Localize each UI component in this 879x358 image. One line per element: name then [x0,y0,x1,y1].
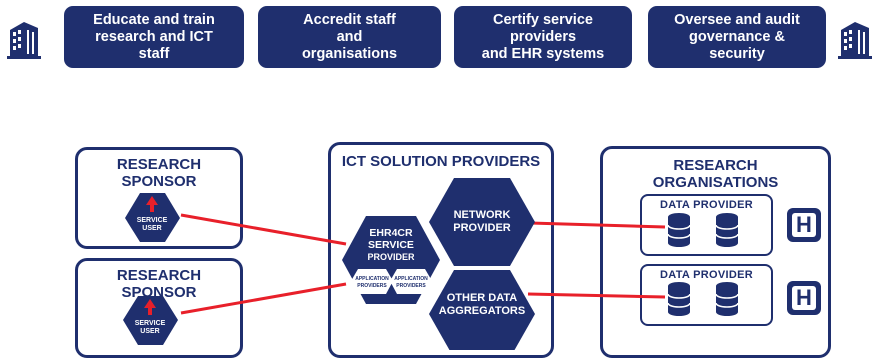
ehr4cr-line2: SERVICE [368,239,414,251]
database-icon [667,282,691,316]
link-network-provider [529,221,666,229]
data-provider-title: DATA PROVIDER [660,199,753,211]
ehr4cr-hex: EHR4CR SERVICE PROVIDER APPLICATION PROV… [342,216,440,304]
service-user-hex-2: SERVICE USER [123,296,178,345]
hospital-icon: H [787,208,821,242]
banner-accredit: Accredit staff and organisations [258,6,441,68]
data-provider-box-2: DATA PROVIDER [640,264,773,326]
arrow-up-icon [144,299,156,315]
service-user-line1: SERVICE [137,217,168,224]
link-sponsor1-ehr4cr [180,213,347,246]
hospital-icon: H [787,281,821,315]
sponsor-title: RESEARCH SPONSOR [116,156,202,190]
office-building-icon [7,22,41,59]
service-user-line1: SERVICE [135,320,166,327]
aggregators-line1: OTHER DATA [447,292,518,304]
network-line2: PROVIDER [453,222,511,234]
hospital-badge-letter: H [792,286,816,310]
app-providers-line1: APPLICATION [394,276,428,282]
governance-diagram: Educate and train research and ICT staff… [7,6,872,358]
other-aggregators-hex: OTHER DATA AGGREGATORS [429,270,535,350]
app-providers-line2: PROVIDERS [396,283,426,289]
app-providers-right: APPLICATION PROVIDERS [390,269,432,294]
research-org-title: RESEARCH ORGANISATIONS [652,157,779,191]
office-building-icon [838,22,872,59]
banner-certify: Certify service providers and EHR system… [454,6,632,68]
banner-educate: Educate and train research and ICT staff [64,6,244,68]
ict-title: ICT SOLUTION PROVIDERS [341,153,541,170]
data-provider-box-1: DATA PROVIDER [640,194,773,256]
service-user-line2: USER [140,328,159,335]
banner-oversee: Oversee and audit governance & security [648,6,826,68]
app-providers-left: APPLICATION PROVIDERS [351,269,393,294]
ehr4cr-line1: EHR4CR [369,227,413,239]
database-icon [715,213,739,247]
service-user-hex-1: SERVICE USER [125,193,180,242]
ehr4cr-line3: PROVIDER [367,252,415,262]
diagram-graphics: SERVICE USER SERVICE USER EHR4CR SERVICE… [123,178,739,350]
arrow-up-icon [146,196,158,212]
aggregators-line2: AGGREGATORS [439,305,525,317]
network-line1: NETWORK [454,209,511,221]
app-providers-line1: APPLICATION [355,276,389,282]
hospital-badge-letter: H [792,213,816,237]
database-icon [715,282,739,316]
link-other-aggregators [527,292,666,299]
network-provider-hex: NETWORK PROVIDER [429,178,535,266]
database-icon [667,213,691,247]
data-provider-title: DATA PROVIDER [660,269,753,281]
service-user-line2: USER [142,225,161,232]
app-providers-line2: PROVIDERS [357,283,387,289]
link-sponsor2-ehr4cr [180,282,347,315]
